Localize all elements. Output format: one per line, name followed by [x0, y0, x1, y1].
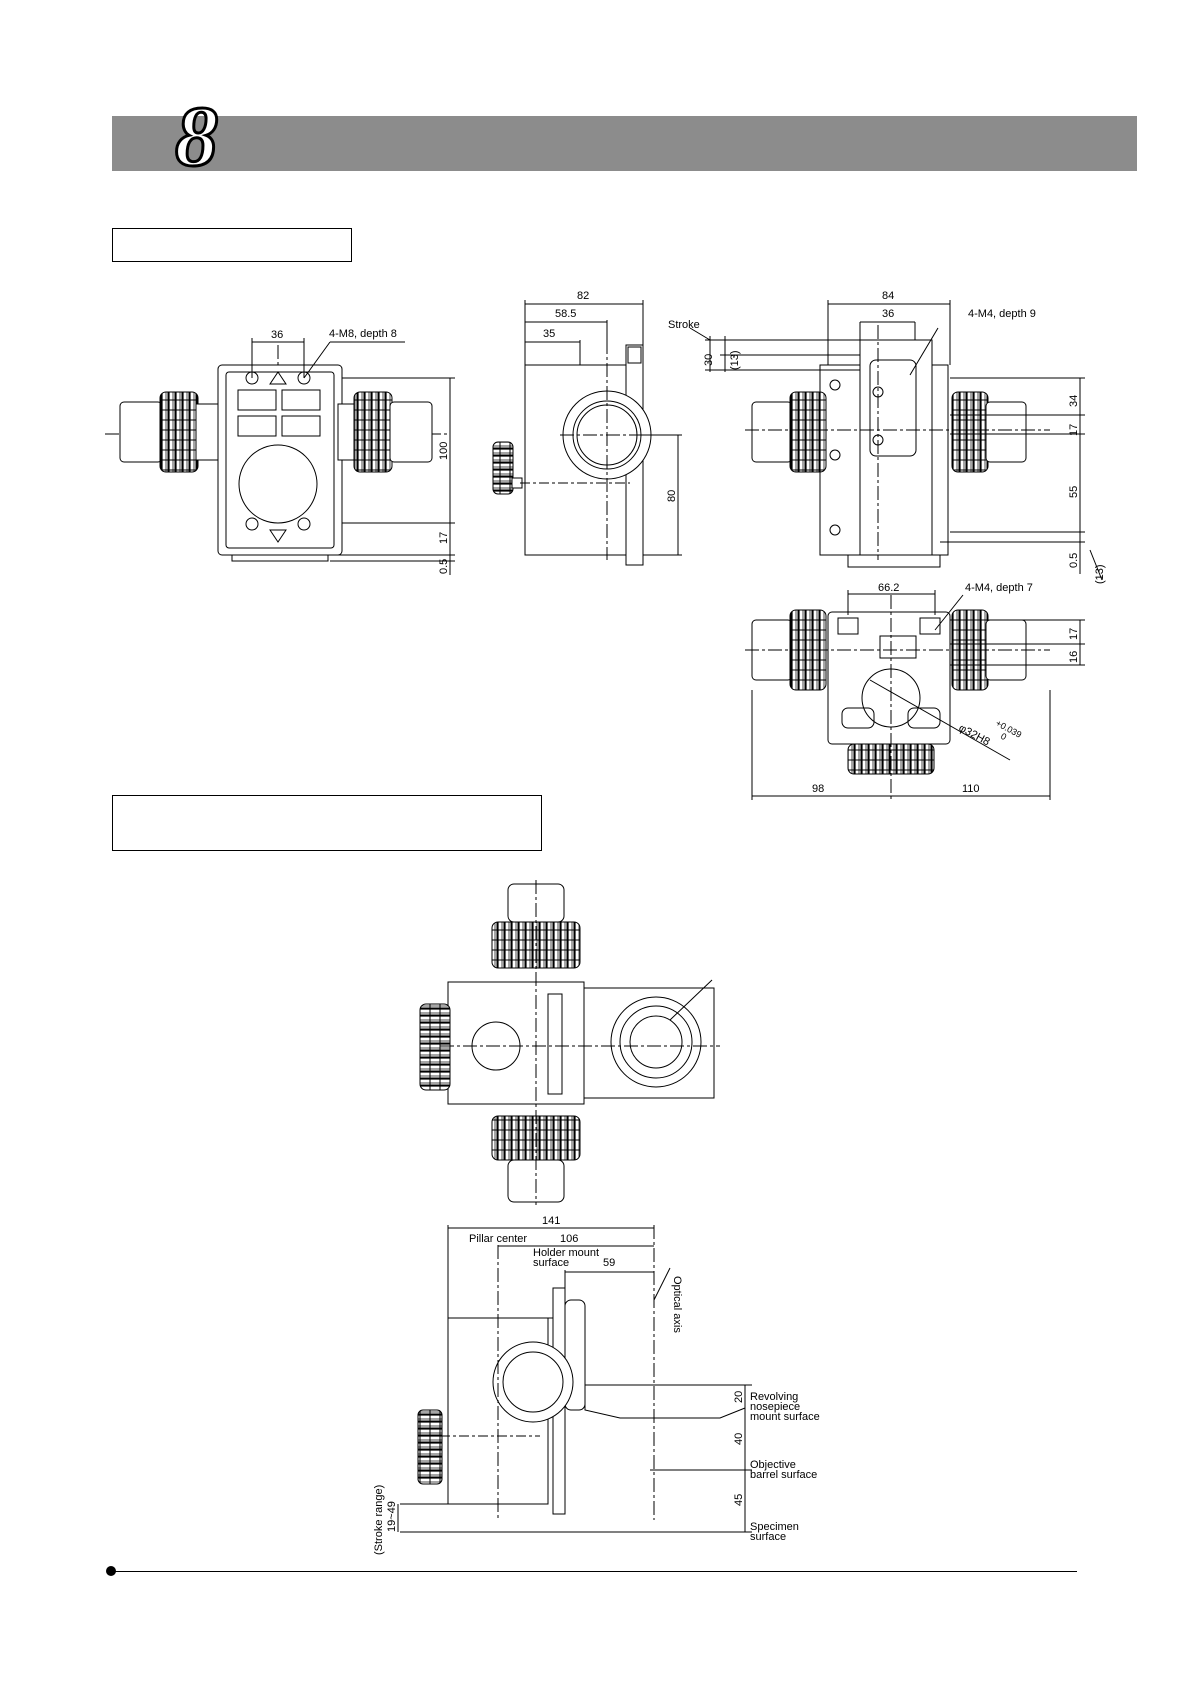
dim-100-v1: 100: [438, 442, 450, 460]
revolving-label-1: Revolving: [750, 1391, 798, 1403]
view-bottom-right-labels: 66.2 4-M4, depth 7 17 16 φ32H8 +0.039 0 …: [812, 582, 1080, 795]
dim-55-v3: 55: [1068, 486, 1080, 498]
dim-20: 20: [733, 1391, 745, 1403]
hole-note-v1: 4-M8, depth 8: [329, 328, 397, 340]
view-bottom-right: [745, 590, 1085, 800]
dim-17-v4: 17: [1068, 628, 1080, 640]
optical-axis-label: Optical axis: [671, 1276, 683, 1333]
dim-35-v2: 35: [543, 328, 555, 340]
bore-label: φ32H8: [957, 722, 992, 748]
bore-tol-lower: 0: [999, 731, 1008, 742]
view-front-right-labels: 84 36 4-M4, depth 9 Stroke 30 (13) 34 17…: [668, 290, 1106, 584]
dim-13-v3: (13): [729, 350, 741, 370]
dim-80-v2: 80: [666, 490, 678, 502]
dim-662-v4: 66.2: [878, 582, 899, 594]
section-title-box-1: [112, 228, 352, 262]
dim-17-v1: 17: [438, 532, 450, 544]
dim-05-v3: 0.5: [1068, 553, 1080, 568]
dim-34-v3: 34: [1068, 395, 1080, 407]
holder-mount-label-1: Holder mount: [533, 1247, 599, 1259]
view-front-left-labels: 36 4-M8, depth 8 100 17 0.5: [271, 328, 450, 574]
stroke-label: Stroke: [668, 319, 700, 331]
dim-82-v2: 82: [577, 290, 589, 302]
section-title-box-2: [112, 795, 542, 851]
dim-585-v2: 58.5: [555, 308, 576, 320]
revolving-label-2: nosepiece: [750, 1401, 800, 1413]
revolving-label-3: mount surface: [750, 1411, 820, 1423]
stroke-range-value: 19~49: [386, 1501, 398, 1532]
dim-45: 45: [733, 1494, 745, 1506]
dim-98-v4: 98: [812, 783, 824, 795]
holder-mount-label-2: surface: [533, 1257, 569, 1269]
footer-rule: [112, 1571, 1077, 1572]
dim-110-v4: 110: [962, 783, 980, 795]
view-side-middle: [492, 300, 682, 566]
stroke-range-label: (Stroke range): [373, 1485, 385, 1555]
chapter-number: 8: [174, 88, 220, 184]
dim-16-v4: 16: [1068, 651, 1080, 663]
specimen-label-2: surface: [750, 1531, 786, 1543]
dim-141: 141: [542, 1215, 560, 1227]
view-top-center: [419, 880, 720, 1205]
view-side-bottom-labels: 141 Pillar center 106 Holder mount surfa…: [373, 1215, 820, 1555]
dim-84-v3: 84: [882, 290, 894, 302]
dim-106: 106: [560, 1233, 578, 1245]
dim-36-v3: 36: [882, 308, 894, 320]
dim-17-v3: 17: [1068, 424, 1080, 436]
chapter-header-bar: [112, 116, 1137, 171]
view-front-right: [689, 300, 1103, 581]
hole-note-v3: 4-M4, depth 9: [968, 308, 1036, 320]
hole-note-v4: 4-M4, depth 7: [965, 582, 1033, 594]
bore-tol-upper: +0.039: [994, 718, 1023, 740]
dim-36-v1: 36: [271, 329, 283, 341]
objective-label-1: Objective: [750, 1459, 796, 1471]
view-front-left: [105, 338, 455, 575]
footer-bullet: [106, 1566, 116, 1576]
dim-05-v1: 0.5: [438, 559, 450, 574]
dim-30-v3: 30: [703, 354, 715, 366]
specimen-label-1: Specimen: [750, 1521, 799, 1533]
dim-40: 40: [733, 1433, 745, 1445]
dim-13b-v3: (13): [1094, 564, 1106, 584]
pillar-center-label: Pillar center: [469, 1233, 527, 1245]
dim-59: 59: [603, 1257, 615, 1269]
view-side-middle-labels: 82 58.5 35 80: [543, 290, 678, 502]
objective-label-2: barrel surface: [750, 1469, 817, 1481]
view-side-bottom: [397, 1225, 752, 1533]
